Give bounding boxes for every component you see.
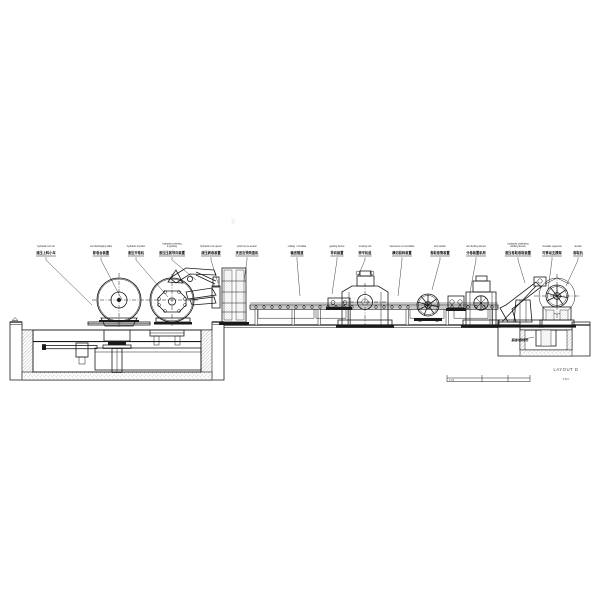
callout-leader [242,257,248,289]
callout-label-cn: 液压上料小车 [36,250,56,255]
callout-8: guiding device 导向装置 [329,246,345,255]
callout-label-cn: 输送辊道 [290,250,304,255]
callout-label-cn: 液压剥卷装置 [201,250,221,255]
callout-leader [547,257,553,291]
pinch-pre-leveler-machine [219,267,249,325]
callout-label-cn: 可移动支撑架 [542,250,562,255]
coil-discharging-table-machine [87,321,151,326]
registration-mark [231,218,235,225]
guiding-device-machine [326,297,352,310]
callout-label-cn: 液压卷取卷取装置 [505,250,532,255]
callout-label-en: coil discharging table [90,245,113,248]
foundation-section: 基础坑预埋件 [9,317,591,381]
callout-label-en: recoiler [574,245,582,248]
callout-9: leveling unit 矫平机组 [358,245,372,255]
callout-label-en: hydraulic pressing& guiding [162,242,182,248]
callout-label-en: hydraulic coil car [37,245,55,248]
callout-2: coil discharging table 卸卷台装置 [90,245,113,255]
callout-leader [397,257,403,297]
callout-leader [100,257,123,301]
callout-label-en: pinch & pre-leveler [237,245,257,248]
callout-label-en: transverse cut turntable [390,245,415,248]
callout-label-en: strip winder [434,245,446,248]
callout-label-cn: 卷取卷筒装置 [429,250,450,255]
callout-5: hydraulic coil opener 液压剥卷装置 [200,245,222,255]
callout-label-en: coil dividing device [466,246,486,248]
callout-12: coil dividing device 分卷装置机构 [466,246,486,255]
callout-leader-lines [45,257,579,306]
callout-label-cn: 横切回转装置 [392,250,412,255]
callout-label-en: hydraulic uncoiler [127,245,146,248]
drawing-title: LAYOUT D [554,367,579,372]
callout-leader [331,257,338,295]
callout-leader [469,257,477,293]
callout-leader [296,257,301,297]
callout-label-cn: 分卷装置机构 [466,250,486,255]
strip-winder-machine [446,295,466,311]
ground-level-symbol [11,317,19,321]
callout-label-en: hydraulic coil opener [200,245,222,248]
roll-table-conveyor [249,302,499,326]
pit-label-right: 基础坑预埋件 [510,337,528,342]
callout-14: movable supporter 可移动支撑架 [542,245,562,255]
callout-leader [517,257,526,284]
callout-15: recoiler 卷取机 [572,245,584,255]
callout-label-cn: 卸卷台装置 [93,250,110,255]
callout-label-cn: 液压压紧导向装置 [159,250,186,255]
callout-label-en: leveling unit [359,245,372,248]
callout-label-bank: hydraulic coil car 液压上料小车 coil discharging… [36,242,584,257]
dimension-note: A B C [563,377,570,381]
callout-label-cn: 矫平机组 [358,250,372,255]
callout-leader [45,257,93,306]
scale-note: 1:25 [449,378,455,382]
callout-label-en: movable supporter [542,245,562,248]
callout-leader [565,257,579,287]
leveling-unit-machine [336,270,394,328]
callout-3: hydraulic uncoiler 液压开卷机 [127,245,146,255]
callout-7: rollway / roll table 输送辊道 [288,245,307,255]
callout-leader [431,257,441,291]
callout-label-en: guiding device [329,246,345,248]
title-block: LAYOUT D 1:25 A B C [446,367,579,382]
callout-label-cn: 卷取机 [572,250,584,255]
callout-label-en: rollway / roll table [288,245,307,248]
hydraulic-coil-opener-machine [185,285,221,309]
callout-label-cn: 夹送及预矫直机 [236,250,260,255]
callout-6: pinch & pre-leveler 夹送及预矫直机 [236,245,260,255]
callout-label-cn: 导向装置 [330,250,344,255]
callout-leader [171,257,197,281]
movable-supporter-machine [496,319,544,328]
recoiler-machine [534,274,580,328]
callout-1: hydraulic coil car 液压上料小车 [36,245,56,255]
coil-dividing-device-machine [461,275,501,328]
callout-10: transverse cut turntable 横切回转装置 [390,245,415,255]
hydraulic-pressing-guiding-arm [167,267,220,288]
callout-11: strip winder 卷取卷筒装置 [429,245,450,255]
callout-label-cn: 液压开卷机 [128,250,145,255]
callout-4: hydraulic pressing& guiding 液压压紧导向装置 [159,242,186,255]
transverse-cut-turntable-machine [414,293,442,323]
